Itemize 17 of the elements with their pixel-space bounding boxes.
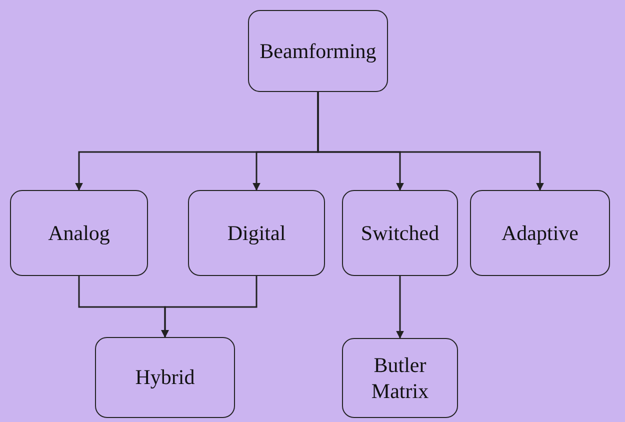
category-label: Digital bbox=[227, 220, 286, 246]
category-box bbox=[95, 337, 235, 418]
category-box bbox=[342, 190, 458, 276]
category-label: Hybrid bbox=[135, 364, 195, 391]
category-label: Adaptive bbox=[502, 220, 578, 246]
category-label: Beamforming bbox=[260, 38, 376, 64]
category-box bbox=[470, 190, 610, 276]
arrow bbox=[396, 276, 404, 339]
arrow bbox=[317, 92, 544, 191]
category-box bbox=[248, 10, 388, 92]
category-box bbox=[10, 190, 148, 276]
category-label: Butler Matrix bbox=[370, 352, 430, 404]
category-label: Analog bbox=[48, 220, 110, 246]
category-box bbox=[188, 190, 325, 276]
category-box bbox=[342, 338, 458, 418]
category-label: Switched bbox=[360, 220, 440, 246]
arrow bbox=[161, 276, 258, 338]
